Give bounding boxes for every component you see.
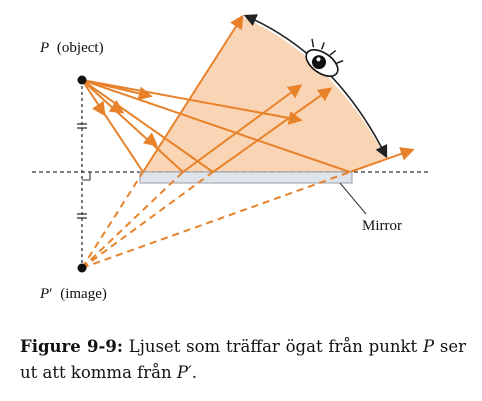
eye-icon — [305, 38, 344, 77]
cone-edge-right — [349, 147, 415, 173]
equal-distance-ticks — [77, 123, 87, 219]
caption-text-1: Ljuset som träffar ögat från punkt — [128, 337, 418, 356]
cone-edge-left — [142, 14, 244, 173]
caption-var-p: P — [422, 337, 435, 356]
virtual-rays — [81, 171, 351, 269]
ray-arrow — [91, 100, 106, 117]
mirror-label: Mirror — [362, 218, 402, 234]
mirror-leader — [339, 182, 367, 215]
object-point — [77, 75, 87, 85]
figure-number: Figure 9-9: — [20, 337, 123, 356]
caption-text-2: ser ut att komma från — [20, 337, 467, 382]
caption-var-p-prime: P′ — [176, 363, 192, 382]
direct-ray — [81, 79, 303, 125]
object-label: P (object) — [39, 40, 104, 56]
reflection-diagram: P (object) P′ (image) Mirror — [32, 14, 430, 302]
caption-end: . — [191, 363, 197, 382]
reflected-rays — [182, 84, 333, 173]
right-angle-mark — [82, 172, 91, 181]
direct-ray-2 — [81, 79, 153, 101]
mirror — [139, 171, 353, 184]
image-point — [77, 263, 87, 273]
figure-caption: Figure 9-9: Ljuset som träffar ögat från… — [20, 334, 466, 386]
ray-arrow — [142, 132, 159, 147]
ray-arrow — [108, 99, 125, 114]
incident-rays — [81, 79, 351, 173]
image-label: P′ (image) — [39, 286, 107, 302]
